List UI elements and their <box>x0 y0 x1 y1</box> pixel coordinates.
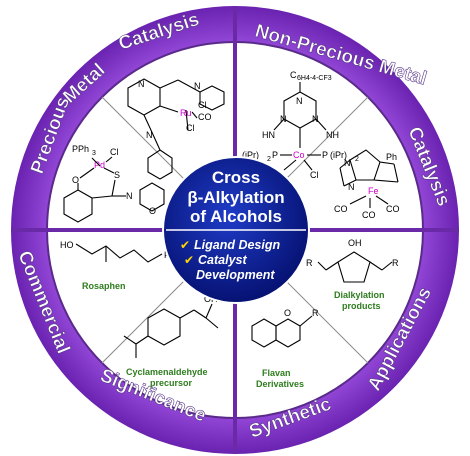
cyclamen-label-line2: precursor <box>150 378 193 388</box>
fe-co1-label: CO <box>334 204 348 214</box>
ru-imine-n2-label: N <box>146 130 153 140</box>
pd-morpholine-o-label: O <box>149 206 156 216</box>
dialkyl-r1-label: R <box>306 258 313 268</box>
co-p-right-atom: P <box>322 150 328 160</box>
dialkyl-label-line1: Dialkylation <box>334 290 385 300</box>
co-complex-structure: C 6H4-4-CF3 N N N HN NH (iPr) 2 P P (iPr… <box>242 70 359 180</box>
dialkylation-structure: OH R R <box>306 238 399 283</box>
fe-n1-label: N <box>344 158 351 168</box>
center-item-ligand-design: Ligand Design <box>194 238 280 252</box>
co-triazine-n3: N <box>312 114 319 124</box>
fe-ph-label: Ph <box>386 152 397 162</box>
center-title-line1: Cross <box>212 168 260 187</box>
ru-co-label: CO <box>198 112 212 122</box>
ru-cl2-label: Cl <box>186 123 195 133</box>
co-hn-label: HN <box>262 130 275 140</box>
pd-complex-structure: PPh 3 Pd Cl S O N O <box>63 144 165 223</box>
dialkyl-label-line2: products <box>342 301 381 311</box>
co-triazine-n1: N <box>296 96 303 106</box>
co-p-left-atom: P <box>272 150 278 160</box>
center-item-catalyst: Catalyst <box>198 253 247 267</box>
rosaphen-ho-label: HO <box>60 240 74 250</box>
ru-pyridine-n-label: N <box>138 79 145 89</box>
co-p-left-label: (iPr) <box>242 150 259 160</box>
fe-complex-structure: N N Ph Fe CO CO CO <box>334 149 400 220</box>
flavan-r-label: R <box>312 308 319 318</box>
co-p-right-label: (iPr) <box>330 150 347 160</box>
pd-pph3-subscript: 3 <box>92 150 96 157</box>
dialkyl-r2-label: R <box>392 258 399 268</box>
fe-metal-label: Fe <box>368 186 379 196</box>
pd-pph3-label: PPh <box>72 144 89 154</box>
dialkyl-oh-label: OH <box>348 238 362 248</box>
ru-complex-structure: Ru Cl CO Cl N N N <box>127 78 225 180</box>
pd-s-label: S <box>114 170 120 180</box>
fe-co2-label: CO <box>362 210 376 220</box>
co-metal-label: Co <box>293 150 305 160</box>
co-triazine-n2: N <box>280 114 287 124</box>
co-cl2-label: Cl <box>310 170 319 180</box>
ru-metal-label: Ru <box>180 108 192 118</box>
rosaphen-label: Rosaphen <box>82 281 126 291</box>
cyclamen-label-line1: Cyclamenaldehyde <box>126 367 208 377</box>
check-icon: ✔ <box>180 238 190 252</box>
co-aryl-substituent: 6H4-4-CF3 <box>297 75 332 82</box>
ru-imine-n1-label: N <box>194 81 201 91</box>
co-nh-label: NH <box>326 130 339 140</box>
flavan-structure: O R <box>251 308 319 348</box>
center-item-development: Development <box>196 268 275 282</box>
fe-n2-label: N <box>348 182 355 192</box>
co-p-left-sub: 2 <box>267 156 271 163</box>
pd-cl-label: Cl <box>110 147 119 157</box>
flavan-label-line1: Flavan <box>262 368 291 378</box>
inner-dividers <box>101 96 369 364</box>
center-title-line3: of Alcohols <box>190 207 282 226</box>
check-icon: ✔ <box>184 253 194 267</box>
flavan-label-line2: Derivatives <box>256 379 304 389</box>
pd-o-label: O <box>72 175 79 185</box>
pd-morpholine-n-label: N <box>126 191 133 201</box>
center-title-line2: β-Alkylation <box>187 188 284 207</box>
fe-co3-label: CO <box>386 204 400 214</box>
ru-cl1-label: Cl <box>198 100 207 110</box>
co-p-right-sub: 2 <box>355 156 359 163</box>
flavan-o-label: O <box>284 308 291 318</box>
co-aryl-label: C <box>290 70 297 80</box>
